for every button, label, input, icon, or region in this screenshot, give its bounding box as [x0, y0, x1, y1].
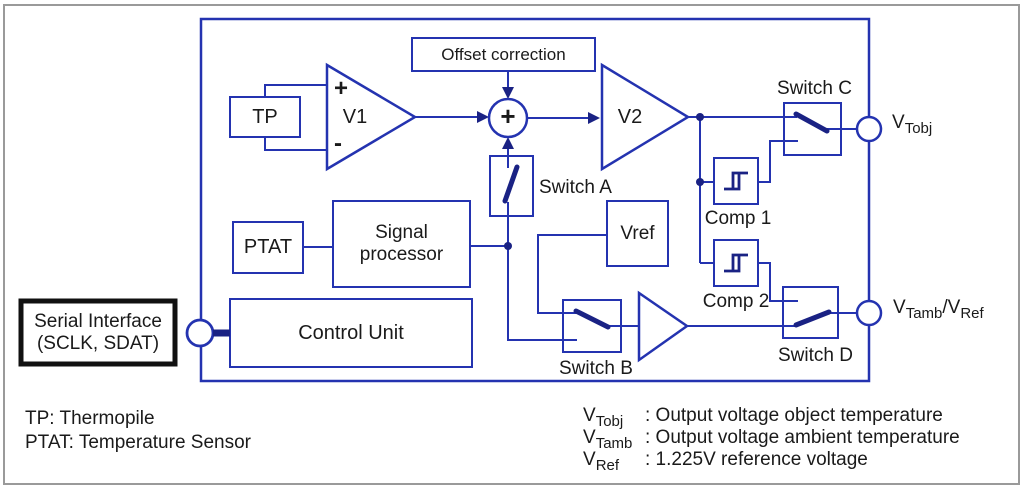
hysteresis-icon — [724, 253, 748, 273]
signal-processor-line2: processor — [359, 244, 444, 265]
vtamb-terminal-circle — [855, 299, 883, 327]
comp1-box — [713, 157, 759, 205]
switch-a-lever — [502, 164, 520, 204]
switch-d-label: Switch D — [778, 345, 853, 366]
legend-ptat: PTAT: Temperature Sensor — [25, 432, 251, 453]
switch-c-lever — [793, 111, 830, 134]
wire-vref-to-switch-b — [537, 234, 607, 314]
vtobj-subscript: Tobj — [904, 120, 933, 137]
arrowhead-sum-to-v2 — [588, 112, 600, 124]
ptat-box — [232, 221, 304, 274]
amplifier-v2-triangle — [600, 62, 691, 172]
vtobj-output-label: VTobj — [892, 112, 933, 137]
serial-interface-box — [18, 298, 178, 367]
serial-terminal-circle — [185, 318, 215, 348]
tp-label: TP — [252, 105, 278, 128]
switch-b-label: Switch B — [559, 358, 633, 379]
vref-label: Vref — [620, 222, 655, 244]
comp2-label: Comp 2 — [702, 290, 770, 312]
vtobj-terminal-circle — [855, 115, 883, 143]
legend-vtobj: VTobj : Output voltage object temperatur… — [583, 405, 943, 430]
vtobj-symbol: V — [892, 112, 905, 133]
legend-vref: VRef : 1.225V reference voltage — [583, 449, 868, 474]
comp2-box — [713, 239, 759, 287]
arrowhead-offset-to-sum — [502, 87, 514, 99]
junction-dot-processor-output — [504, 242, 512, 250]
signal-processor-label: Signal processor — [333, 201, 470, 287]
switch-d-lever — [793, 309, 832, 328]
vref-subscript: Ref — [960, 305, 984, 322]
v1-minus-sign: - — [334, 130, 342, 158]
arrowhead-v1-to-sum — [477, 111, 489, 123]
serial-interface-line1: Serial Interface — [34, 310, 162, 332]
junction-dot-v2-output — [696, 113, 704, 121]
comp1-label: Comp 1 — [704, 207, 772, 229]
vtamb-symbol: V — [893, 297, 906, 318]
vtamb-vref-output-label: VTamb/VRef — [893, 297, 984, 322]
v2-label: V2 — [617, 105, 643, 128]
switch-a-label: Switch A — [539, 177, 612, 198]
legend-tp: TP: Thermopile — [25, 408, 155, 429]
vref-box — [606, 200, 669, 267]
summing-plus-sign: + — [500, 101, 516, 132]
legend-vtamb-symbol: VTamb — [583, 427, 633, 452]
switch-c-label: Switch C — [777, 78, 852, 99]
legend-vtamb: VTamb : Output voltage ambient temperatu… — [583, 427, 960, 452]
signal-processor-line1: Signal — [375, 222, 428, 244]
slash-separator: / — [942, 297, 948, 318]
chip-boundary — [199, 17, 871, 383]
vtamb-subscript: Tamb — [905, 305, 943, 322]
serial-interface-label: Serial Interface (SCLK, SDAT) — [18, 298, 178, 367]
vref-symbol: V — [947, 297, 961, 318]
wire-comp2-to-switch-d — [758, 262, 798, 302]
amplifier-v1-triangle — [325, 62, 418, 172]
v1-label: V1 — [342, 105, 368, 128]
hysteresis-icon — [724, 171, 748, 191]
offset-correction-box — [411, 37, 596, 72]
v1-plus-sign: + — [333, 75, 348, 103]
legend-vref-symbol: VRef — [583, 449, 620, 474]
legend-vtamb-desc: : Output voltage ambient temperature — [645, 427, 960, 448]
control-unit-label: Control Unit — [298, 321, 404, 344]
junction-dot-comp1-input — [696, 178, 704, 186]
legend-vtobj-desc: : Output voltage object temperature — [645, 405, 943, 426]
switch-b-lever — [573, 308, 611, 330]
wire-comp1-to-switch-c — [758, 140, 798, 183]
arrowhead-switch-a-to-sum — [502, 137, 514, 149]
wire-tp-to-v1 — [264, 84, 327, 151]
ptat-label: PTAT — [243, 236, 293, 258]
offset-correction-label: Offset correction — [441, 44, 566, 64]
summing-junction-circle — [487, 97, 529, 139]
legend-vref-desc: : 1.225V reference voltage — [645, 449, 868, 470]
signal-processor-box — [332, 200, 471, 288]
legend-vtobj-symbol: VTobj — [583, 405, 624, 430]
serial-interface-line2: (SCLK, SDAT) — [36, 332, 160, 354]
